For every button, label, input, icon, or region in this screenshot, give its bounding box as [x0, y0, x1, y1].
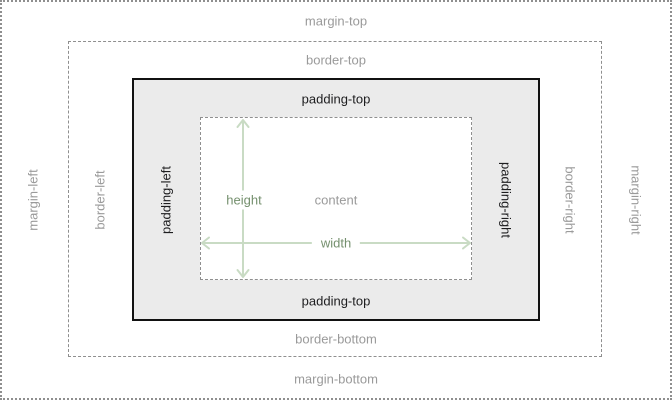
border-bottom-label: border-bottom	[295, 331, 377, 347]
padding-top-label: padding-top	[301, 91, 371, 107]
margin-left-label: margin-left	[25, 169, 41, 231]
border-right-label: border-right	[562, 166, 578, 234]
padding-bottom-label: padding-top	[301, 293, 371, 309]
border-top-label: border-top	[306, 52, 366, 68]
content-box	[200, 117, 472, 280]
margin-bottom-label: margin-bottom	[294, 371, 378, 387]
border-left-label: border-left	[92, 170, 108, 230]
padding-right-label: padding-right	[498, 162, 514, 238]
margin-right-label: margin-right	[628, 165, 644, 235]
margin-top-label: margin-top	[304, 13, 368, 29]
border-box	[68, 41, 602, 357]
padding-left-label: padding-left	[158, 166, 174, 234]
width-label: width	[311, 234, 361, 252]
height-label: height	[223, 190, 265, 210]
content-label: content	[314, 192, 358, 208]
